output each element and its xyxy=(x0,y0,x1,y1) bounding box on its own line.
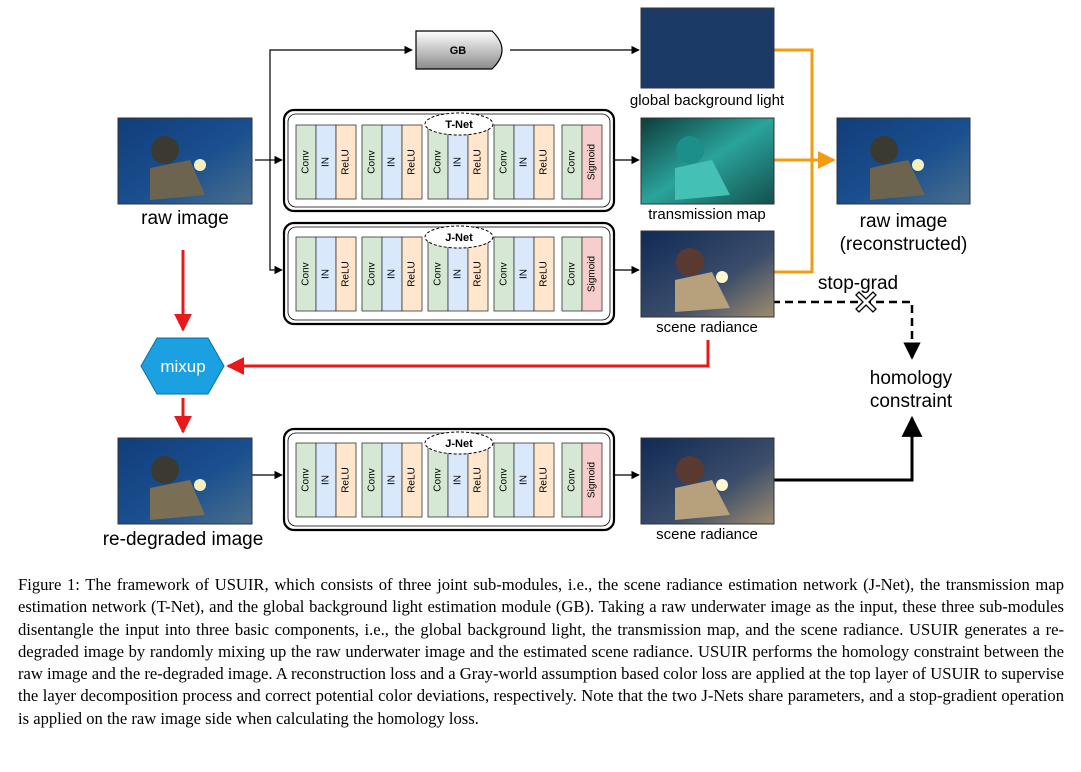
global-background-light-image xyxy=(640,7,775,89)
stop-grad-cross-icon xyxy=(855,291,877,313)
layer-relu-5 xyxy=(401,442,423,518)
layer-label-in-4: IN xyxy=(387,269,398,279)
layer-label-relu-8: ReLU xyxy=(473,261,484,287)
layer-label-conv-6: Conv xyxy=(433,150,444,173)
layer-label-in-4: IN xyxy=(387,157,398,167)
layer-label-relu-11: ReLU xyxy=(539,467,550,493)
reconstructed-label-line2: (reconstructed) xyxy=(839,234,968,255)
stop-grad-label: stop-grad xyxy=(817,273,899,294)
t-net-layers: Conv IN ReLU Conv IN ReLU Conv IN ReLU Conv IN ReLU… xyxy=(295,124,603,200)
layer-label-relu-11: ReLU xyxy=(539,261,550,287)
layer-label-conv-9: Conv xyxy=(499,262,510,285)
layer-label-in-4: IN xyxy=(387,475,398,485)
layer-label-conv-0: Conv xyxy=(301,262,312,285)
layer-label-conv-0: Conv xyxy=(301,150,312,173)
scene-radiance-bottom-thumbnail xyxy=(640,437,775,525)
layer-label-conv-12: Conv xyxy=(567,262,578,285)
layer-relu-11 xyxy=(533,236,555,312)
layer-label-relu-8: ReLU xyxy=(473,467,484,493)
layer-label-conv-3: Conv xyxy=(367,468,378,491)
j-net-bottom-title-ellipse xyxy=(424,431,494,455)
j-net-top-layers: Conv IN ReLU Conv IN ReLU Conv IN ReLU Conv IN ReLU… xyxy=(295,236,603,312)
layer-label-conv-0: Conv xyxy=(301,468,312,491)
layer-label-sigmoid-13: Sigmoid xyxy=(587,256,598,292)
scene-radiance-top-label: scene radiance xyxy=(656,319,758,336)
transmission-map-label: transmission map xyxy=(648,206,766,223)
scene-radiance-top-thumbnail xyxy=(640,230,775,318)
layer-label-relu-2: ReLU xyxy=(341,467,352,493)
j-net-top-title: J-Net xyxy=(445,232,473,244)
layer-relu-5 xyxy=(401,124,423,200)
gb-module xyxy=(415,30,503,70)
homology-label-line1: homology xyxy=(869,368,953,389)
layer-label-conv-12: Conv xyxy=(567,468,578,491)
layer-label-relu-5: ReLU xyxy=(407,467,418,493)
layer-label-conv-6: Conv xyxy=(433,468,444,491)
layer-sigmoid-13 xyxy=(581,442,603,518)
raw-image-thumbnail xyxy=(117,117,253,205)
layer-label-relu-8: ReLU xyxy=(473,149,484,175)
layer-label-conv-12: Conv xyxy=(567,150,578,173)
layer-relu-5 xyxy=(401,236,423,312)
to-jnet-arrow xyxy=(269,160,283,275)
layer-label-relu-2: ReLU xyxy=(341,149,352,175)
layer-relu-2 xyxy=(335,442,357,518)
scene-radiance-bottom-label: scene radiance xyxy=(656,526,758,543)
transmission-map-thumbnail xyxy=(640,117,775,205)
gb-label: GB xyxy=(450,45,467,57)
layer-label-in-1: IN xyxy=(321,269,332,279)
layer-label-in-7: IN xyxy=(453,157,464,167)
layer-label-sigmoid-13: Sigmoid xyxy=(587,144,598,180)
figure-caption: Figure 1: The framework of USUIR, which … xyxy=(18,575,1064,728)
black-connectors xyxy=(252,45,640,480)
layer-label-in-7: IN xyxy=(453,269,464,279)
homology-label-line2: constraint xyxy=(869,391,953,412)
layer-label-in-10: IN xyxy=(519,475,530,485)
radiance-to-homology-arrow xyxy=(772,415,923,482)
layer-sigmoid-13 xyxy=(581,124,603,200)
mixup-hexagon xyxy=(140,337,225,395)
layer-relu-11 xyxy=(533,124,555,200)
layer-relu-2 xyxy=(335,236,357,312)
layer-label-in-7: IN xyxy=(453,475,464,485)
stop-grad-dashed-arrow xyxy=(772,300,921,360)
t-net-title: T-Net xyxy=(445,119,473,131)
layer-label-in-10: IN xyxy=(519,269,530,279)
layer-label-conv-9: Conv xyxy=(499,150,510,173)
layer-label-in-10: IN xyxy=(519,157,530,167)
to-gb-arrow xyxy=(269,45,413,160)
j-net-bottom-layers: Conv IN ReLU Conv IN ReLU Conv IN ReLU Conv IN ReLU… xyxy=(295,442,603,518)
layer-label-relu-5: ReLU xyxy=(407,149,418,175)
layer-label-in-1: IN xyxy=(321,475,332,485)
j-net-bottom-title: J-Net xyxy=(445,438,473,450)
raw-image-reconstructed-thumbnail xyxy=(836,117,971,205)
orange-reconstruction-arrows xyxy=(774,48,836,274)
re-degraded-image-thumbnail xyxy=(117,437,253,525)
layer-label-relu-11: ReLU xyxy=(539,149,550,175)
layer-label-relu-2: ReLU xyxy=(341,261,352,287)
red-mixup-arrows xyxy=(174,250,710,434)
global-background-light-label: global background light xyxy=(629,92,785,109)
j-net-top-title-ellipse xyxy=(424,225,494,249)
reconstructed-label-line1: raw image xyxy=(859,211,948,232)
layer-label-in-1: IN xyxy=(321,157,332,167)
layer-label-conv-3: Conv xyxy=(367,150,378,173)
layer-label-sigmoid-13: Sigmoid xyxy=(587,462,598,498)
layer-relu-11 xyxy=(533,442,555,518)
mixup-label: mixup xyxy=(160,357,205,376)
layer-relu-2 xyxy=(335,124,357,200)
layer-label-conv-6: Conv xyxy=(433,262,444,285)
layer-label-relu-5: ReLU xyxy=(407,261,418,287)
layer-label-conv-9: Conv xyxy=(499,468,510,491)
layer-sigmoid-13 xyxy=(581,236,603,312)
layer-label-conv-3: Conv xyxy=(367,262,378,285)
re-degraded-image-label: re-degraded image xyxy=(102,529,264,550)
raw-image-label: raw image xyxy=(141,208,229,229)
t-net-title-ellipse xyxy=(424,112,494,136)
